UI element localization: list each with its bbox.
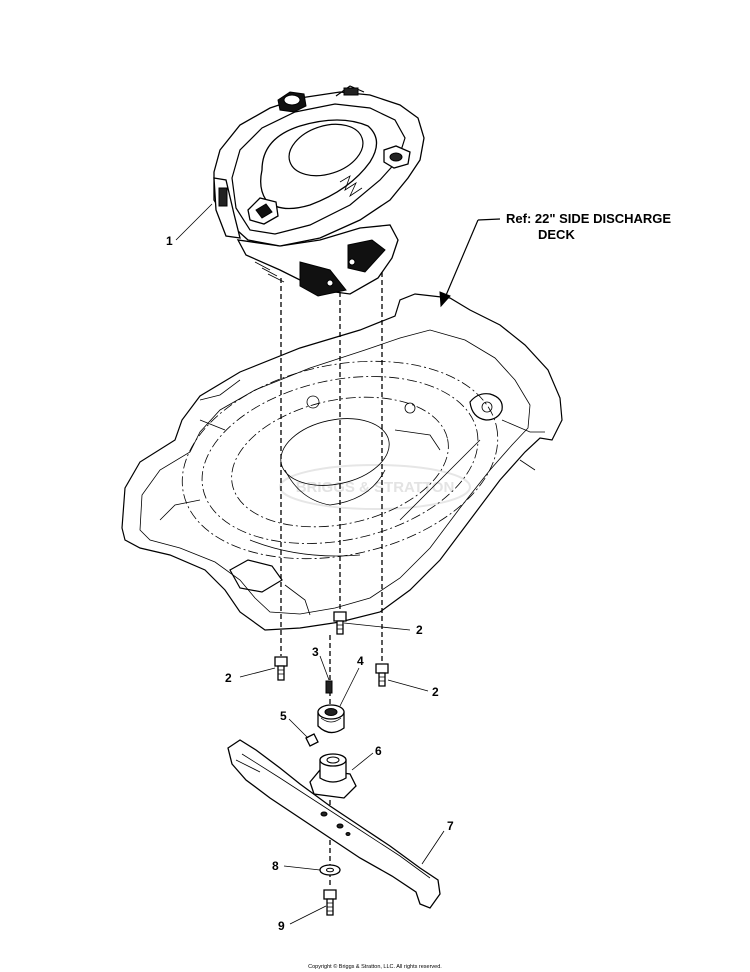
- engine-part: [213, 85, 425, 297]
- blade-adapter-part-4: [317, 704, 345, 734]
- callout-3: 3: [312, 645, 319, 659]
- blade-part-7: [227, 739, 441, 909]
- callout-2: 2: [225, 671, 232, 685]
- svg-text:BRIGGS & STRATTON: BRIGGS & STRATTON: [296, 479, 455, 496]
- leader-lines: [175, 203, 445, 925]
- copyright-notice: Copyright © Briggs & Stratton, LLC. All …: [308, 963, 442, 970]
- reference-note-line1: Ref: 22" SIDE DISCHARGE: [506, 211, 671, 226]
- key-part-3: [325, 680, 333, 694]
- reference-note-line2: DECK: [538, 227, 575, 242]
- bolt-part-2: [375, 663, 389, 687]
- callout-2: 2: [432, 685, 439, 699]
- fastener-part-5: [305, 733, 319, 747]
- callout-5: 5: [280, 709, 287, 723]
- reference-arrow: [439, 218, 501, 308]
- callout-7: 7: [447, 819, 454, 833]
- callout-8: 8: [272, 859, 279, 873]
- washer-part-8: [319, 864, 341, 876]
- callout-9: 9: [278, 919, 285, 933]
- callout-1: 1: [166, 234, 173, 248]
- callout-2: 2: [416, 623, 423, 637]
- bolt-part-2: [274, 656, 288, 681]
- hub-part-6: [309, 753, 357, 799]
- bolt-part-2: [333, 611, 347, 635]
- bolt-part-9: [323, 889, 337, 916]
- mower-deck: [121, 293, 563, 631]
- callout-4: 4: [357, 654, 364, 668]
- callout-6: 6: [375, 744, 382, 758]
- watermark: BRIGGS & STRATTON: [279, 464, 471, 510]
